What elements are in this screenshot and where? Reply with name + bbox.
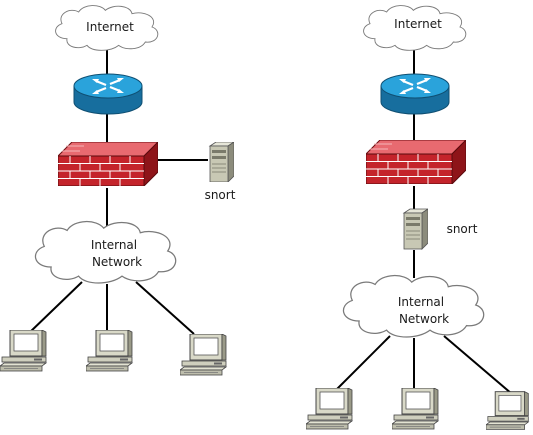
- diagram-right: Internet snort Internal Network: [306, 5, 529, 430]
- computer-icon: [180, 334, 227, 376]
- internal-label-line1: Internal: [398, 295, 444, 309]
- snort-label: snort: [447, 222, 478, 236]
- snort-label: snort: [205, 188, 236, 202]
- snort-server-icon: [403, 208, 428, 250]
- computer-icon: [392, 388, 439, 430]
- firewall-icon: [58, 142, 158, 186]
- internal-label-line1: Internal: [91, 238, 137, 252]
- computer-icon: [86, 330, 133, 372]
- firewall-icon: [366, 140, 466, 184]
- internal-label-line2: Network: [92, 255, 142, 269]
- link-internal-pc1: [27, 281, 83, 335]
- link-internal-pc3: [443, 335, 513, 395]
- internal-network-cloud-icon: [34, 220, 177, 284]
- diagram-left: Internet snort Internal Network: [0, 5, 236, 376]
- computer-icon: [486, 391, 529, 430]
- router-icon: [72, 72, 144, 116]
- internal-label-line2: Network: [399, 312, 449, 326]
- link-internal-pc3: [135, 281, 195, 335]
- computer-icon: [306, 388, 353, 430]
- router-icon: [379, 72, 451, 116]
- internet-label: Internet: [86, 20, 134, 34]
- snort-server-icon: [209, 142, 234, 182]
- link-internal-pc1: [333, 335, 391, 393]
- computer-icon: [0, 330, 47, 372]
- internet-label: Internet: [394, 17, 442, 31]
